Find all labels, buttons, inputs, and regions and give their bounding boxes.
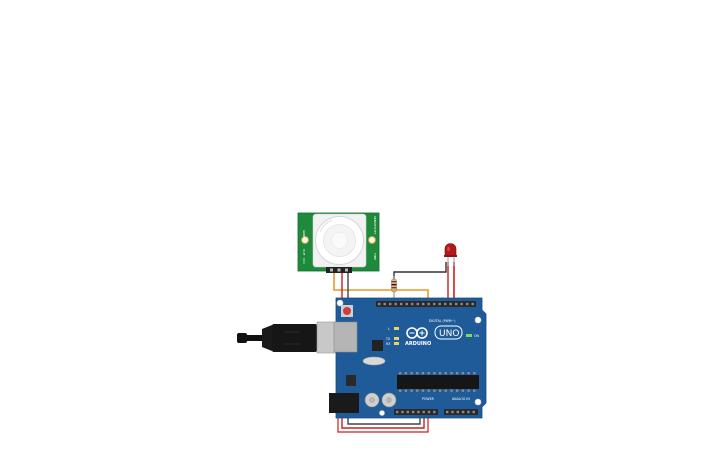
header-pin[interactable] [446, 410, 449, 414]
on-led [466, 334, 472, 337]
header-pin[interactable] [471, 302, 474, 306]
header-pin[interactable] [411, 410, 415, 414]
pir-label-left: OUT [302, 249, 306, 256]
pir-label-right: TIME [373, 252, 377, 260]
header-pin[interactable] [460, 302, 463, 306]
header-pin[interactable] [449, 302, 452, 306]
header-pin[interactable] [378, 302, 381, 306]
analog-header [444, 409, 478, 415]
arduino-logo [406, 327, 428, 339]
usb-cable-end [237, 333, 247, 343]
header-pin[interactable] [444, 302, 447, 306]
uno-text: UNO [439, 329, 459, 339]
chip-pin[interactable] [410, 372, 413, 375]
header-pin[interactable] [416, 302, 419, 306]
pir-label-right: SENSITIVITY [373, 216, 377, 234]
pir-label-left: VCC [302, 258, 306, 264]
header-pin[interactable] [400, 302, 403, 306]
header-pin[interactable] [472, 410, 475, 414]
usb-cable[interactable] [237, 321, 340, 354]
header-pin[interactable] [455, 302, 458, 306]
led[interactable] [444, 243, 457, 267]
chip-pin[interactable] [421, 372, 425, 375]
chip-pin[interactable] [416, 389, 419, 392]
power-label: POWER [422, 397, 435, 401]
chip-pin[interactable] [404, 372, 408, 375]
chip-pin[interactable] [416, 372, 419, 375]
chip-pin[interactable] [467, 389, 470, 392]
resistor-wire[interactable] [393, 262, 447, 290]
signal-wire[interactable] [333, 272, 429, 305]
chip-pin[interactable] [467, 372, 470, 375]
on-label: ON [474, 334, 480, 338]
header-pin[interactable] [456, 410, 459, 414]
pir-sensor[interactable]: GND OUT VCC SENSITIVITY TIME [297, 212, 380, 273]
chip-pin[interactable] [399, 372, 402, 375]
chip-pin[interactable] [473, 372, 476, 375]
header-pin[interactable] [433, 302, 436, 306]
uno-badge [434, 325, 463, 340]
header-pin[interactable] [461, 410, 465, 414]
chip-pin[interactable] [456, 372, 459, 375]
header-pin[interactable] [467, 410, 470, 414]
digital-header-label: DIGITAL (PWM~) [429, 319, 455, 323]
chip-pin[interactable] [404, 389, 408, 392]
pir-mount-hole [368, 236, 376, 244]
resistor[interactable] [391, 276, 397, 298]
analog-label: ANALOG IN [452, 397, 470, 401]
header-pin[interactable] [451, 410, 454, 414]
header-pin[interactable] [417, 410, 420, 414]
regulator [346, 375, 356, 386]
chip-pin[interactable] [438, 372, 442, 375]
pir-label-left: GND [302, 230, 306, 238]
chip-pin[interactable] [461, 372, 465, 375]
digital-header [376, 301, 476, 307]
chip-pin[interactable] [421, 389, 425, 392]
crystal [362, 356, 386, 366]
header-pin[interactable] [438, 302, 441, 306]
header-pin[interactable] [396, 410, 399, 414]
header-pin[interactable] [433, 410, 436, 414]
header-pin[interactable] [389, 302, 392, 306]
usb-jack [333, 321, 358, 353]
chip-pin[interactable] [427, 389, 430, 392]
header-pin[interactable] [422, 410, 425, 414]
chip-pin[interactable] [433, 372, 436, 375]
header-pin[interactable] [427, 410, 431, 414]
arduino-uno[interactable]: DIGITAL (PWM~) ARDUINO UNO L TX RX ON [329, 297, 487, 419]
chip-pin[interactable] [473, 389, 476, 392]
header-pin[interactable] [406, 410, 409, 414]
usb-chip [372, 340, 383, 351]
header-pin[interactable] [427, 302, 430, 306]
chip-pin[interactable] [444, 372, 447, 375]
power-header [394, 409, 438, 415]
led-label-rx: RX [386, 342, 391, 346]
usb-plug [272, 324, 317, 352]
atmega-chip [397, 375, 479, 389]
header-pin[interactable] [411, 302, 414, 306]
chip-pin[interactable] [461, 389, 465, 392]
chip-pin[interactable] [438, 389, 442, 392]
header-pin[interactable] [394, 302, 397, 306]
led-label-tx: TX [385, 337, 391, 341]
chip-pin[interactable] [450, 389, 453, 392]
chip-pin[interactable] [456, 389, 459, 392]
header-pin[interactable] [405, 302, 408, 306]
arduino-brand-text: ARDUINO [405, 341, 431, 347]
chip-pin[interactable] [399, 389, 402, 392]
chip-pin[interactable] [450, 372, 453, 375]
chip-pin[interactable] [433, 389, 436, 392]
led-label-l: L [388, 327, 390, 331]
chip-pin[interactable] [427, 372, 430, 375]
header-pin[interactable] [422, 302, 425, 306]
header-pin[interactable] [401, 410, 404, 414]
header-pin[interactable] [383, 302, 386, 306]
chip-pin[interactable] [444, 389, 447, 392]
pir-mount-hole [301, 236, 309, 244]
header-pin[interactable] [466, 302, 469, 306]
dc-jack [329, 393, 359, 413]
chip-pin[interactable] [410, 389, 413, 392]
